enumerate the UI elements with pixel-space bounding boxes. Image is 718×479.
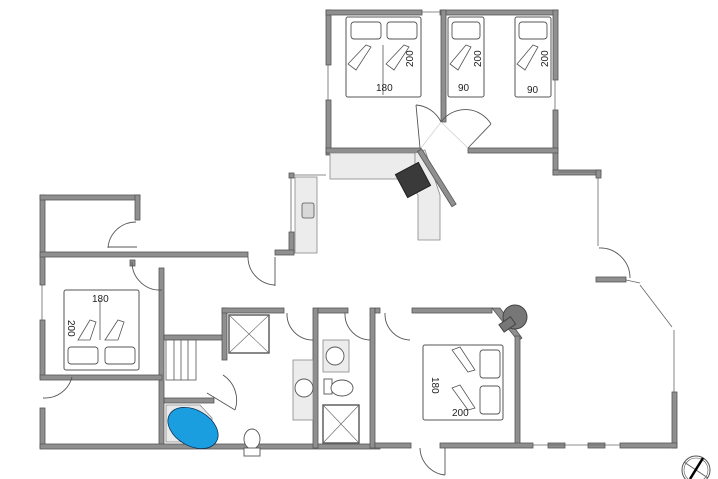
toilet-icon [243,428,261,450]
bed-single-top-middle: 90 200 [447,16,485,98]
right-bedroom: 180 200 [374,304,534,476]
stove-icon [394,161,432,199]
kitchen [274,148,457,256]
stairs-icon [163,334,225,404]
bed-single-top-right: 90 200 [514,16,552,98]
bed-length-label: 200 [405,50,416,67]
bed-length-label: 200 [452,408,469,419]
bed-width-label: 180 [376,83,393,94]
kitchen-sink-icon [301,202,315,219]
bathroom-middle [165,307,319,457]
bed-width-label: 180 [429,377,440,394]
washbasin-icon [294,378,314,398]
bed-width-label: 90 [458,83,470,94]
bed-length-label: 200 [473,50,484,67]
bed-width-label: 180 [92,294,109,305]
bed-double-top-left: 180 200 [345,16,422,98]
top-windows [327,11,601,173]
bed-double-left: 180 200 [63,289,140,371]
bathroom-narrow [317,307,411,449]
bed-length-label: 200 [540,50,551,67]
living-room-walls [533,169,678,449]
bed-length-label: 200 [65,320,76,337]
left-doors [42,221,276,399]
compass-north-arrow [681,455,711,479]
washbasin-icon [325,346,345,366]
bed-width-label: 90 [527,85,539,96]
doors-top-bedrooms [415,104,492,149]
bathtub-icon [167,406,219,450]
